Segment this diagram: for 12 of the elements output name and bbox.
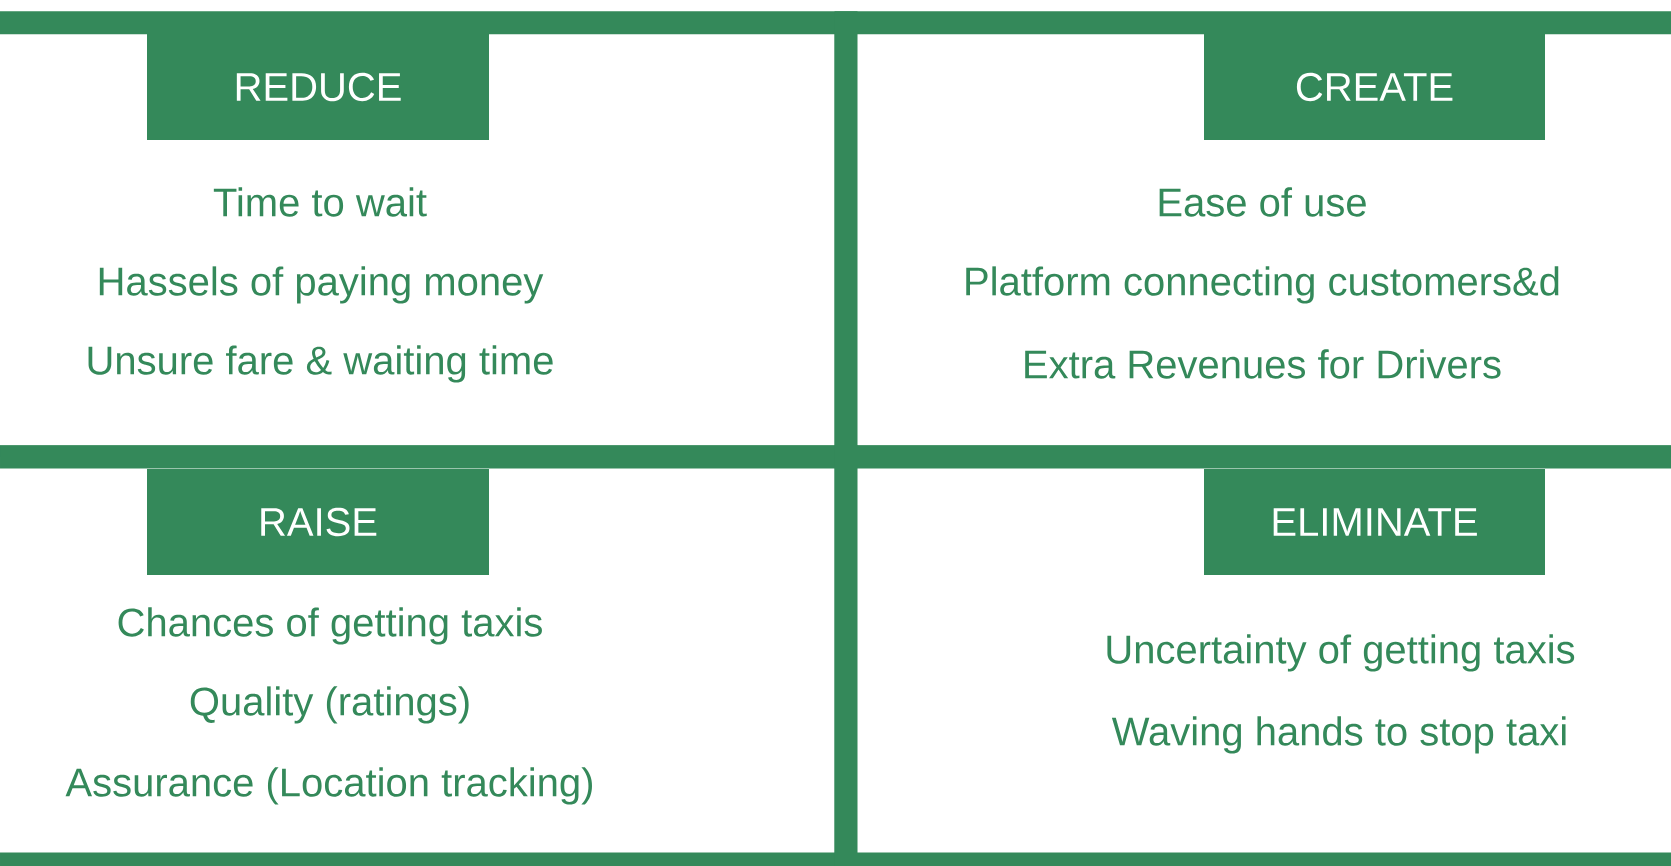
- list-item: Time to wait: [213, 187, 427, 217]
- heading-tab: REDUCE: [147, 34, 489, 140]
- list-item: Hassels of paying money: [99, 266, 544, 304]
- list-item: Extra Revenues for Drivers: [1025, 349, 1501, 379]
- list-item: Assurance (Location tracking): [65, 767, 592, 805]
- heading-tab: CREATE: [1204, 34, 1545, 140]
- list-item: Quality (ratings): [190, 686, 469, 724]
- list-item: Platform connecting customers&d: [966, 266, 1559, 304]
- list-item: Unsure fare & waiting time: [88, 345, 553, 383]
- list-item: Ease of use: [1159, 187, 1366, 217]
- heading-tab: RAISE: [147, 469, 489, 575]
- list-item: Chances of getting taxis: [118, 607, 542, 645]
